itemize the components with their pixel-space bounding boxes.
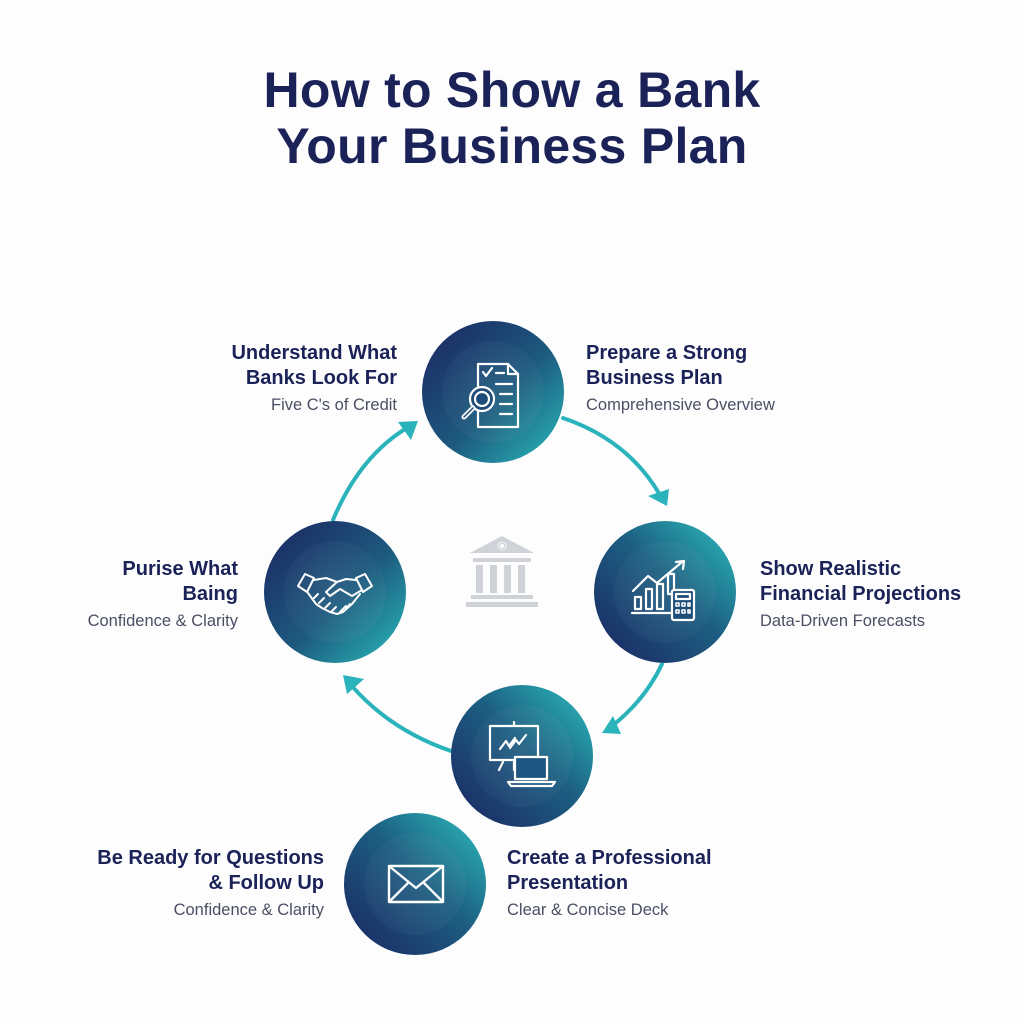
heading-line-2: Banks Look For [245,367,397,389]
heading-line-2: Financial Projections [760,583,962,605]
heading-line-1: Understand What [231,342,397,364]
handshake-icon [297,573,373,615]
arrowhead-handshake-to-plan [398,421,418,440]
arrow-plan-to-projections [561,416,662,497]
heading-line-2: Baing [182,583,238,605]
arrow-handshake-to-plan [331,424,412,522]
heading-line-2: Business Plan [586,367,723,389]
heading-line-1: Create a Professional [507,847,712,869]
step-subtitle: Clear & Concise Deck [507,901,669,919]
heading-line-1: Prepare a Strong [586,342,748,364]
heading-line-1: Be Ready for Questions [97,847,324,869]
bank-building-icon [466,536,538,607]
step-subtitle: Data-Driven Forecasts [760,612,926,630]
step-subtitle: Comprehensive Overview [586,396,775,414]
cycle-arrows [331,416,669,753]
step-subtitle: Confidence & Clarity [173,901,324,919]
document-magnifier-icon [461,362,520,429]
presentation-laptop-icon [488,720,557,788]
envelope-icon [387,864,445,904]
title-line-2: Your Business Plan [276,118,748,174]
heading-line-2: & Follow Up [208,872,324,894]
step-circle-presentation[interactable] [451,685,593,827]
step-label-follow-up: Be Ready for Questions & Follow Up Confid… [97,846,324,922]
title-line-1: How to Show a Bank [263,62,761,118]
heading-line-2: Presentation [507,872,629,894]
page-title: How to Show a Bank Your Business Plan [0,62,1024,174]
arrow-projections-to-presentation [610,662,664,728]
chart-calculator-icon [630,559,696,622]
arrow-presentation-to-handshake [349,683,453,753]
arrowhead-plan-to-projections [648,489,669,506]
step-circle-business-plan[interactable] [422,321,564,463]
heading-line-1: Show Realistic [760,558,902,580]
step-circle-handshake[interactable] [264,521,406,663]
arrowhead-presentation-to-handshake [343,675,364,694]
step-subtitle: Five C's of Credit [270,396,397,414]
step-subtitle: Confidence & Clarity [87,612,238,630]
arrowhead-projections-to-presentation [602,716,621,734]
step-heading: Be Ready for Questions & Follow Up [97,846,324,896]
step-circle-financial-projections[interactable] [594,521,736,663]
step-circle-follow-up[interactable] [344,813,486,955]
heading-line-1: Purise What [122,558,238,580]
